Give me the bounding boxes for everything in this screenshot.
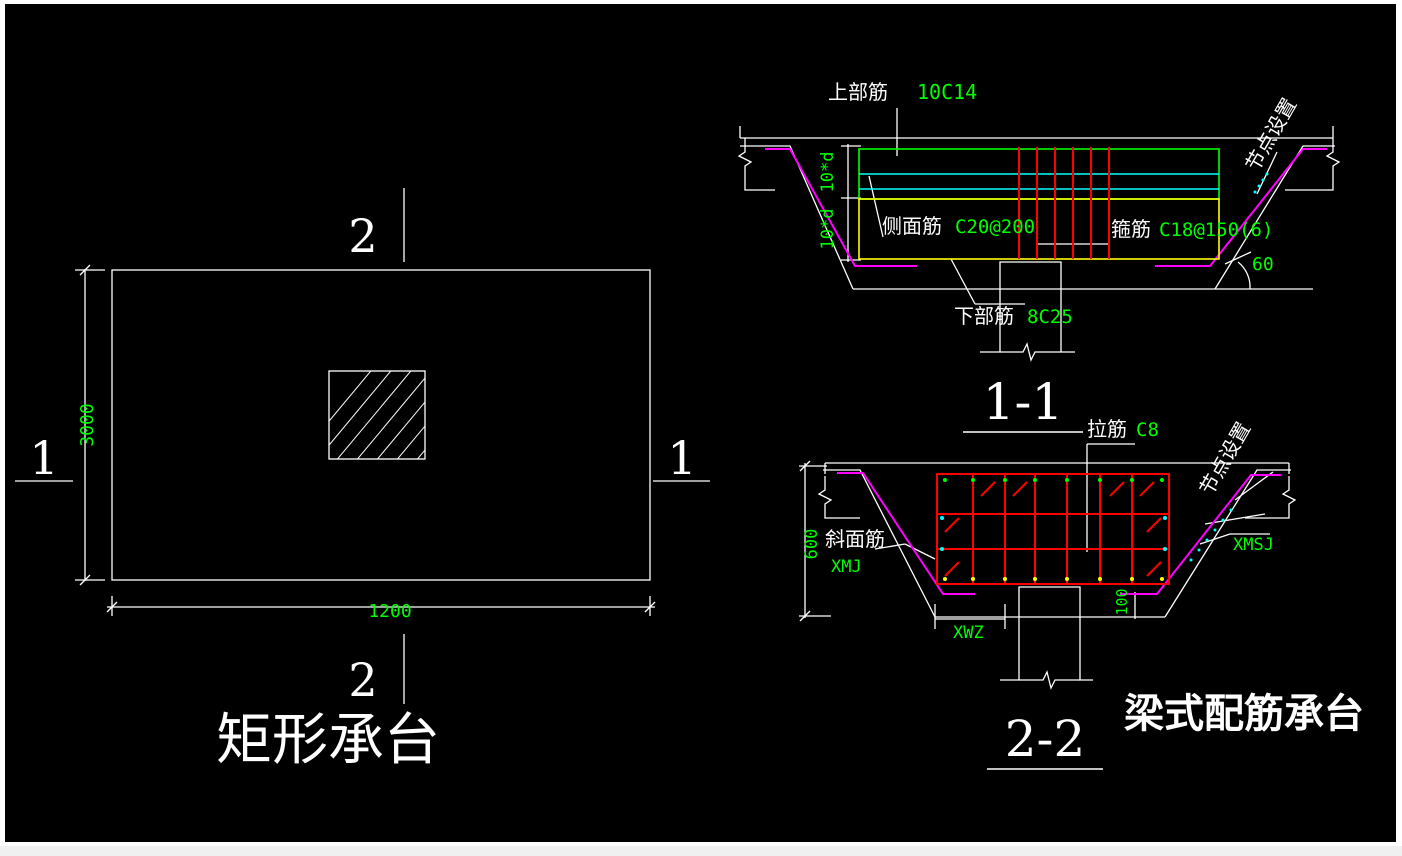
beam-cap-title: 梁式配筋承台 bbox=[1124, 691, 1364, 737]
dimension-3000: 3000 bbox=[77, 403, 98, 446]
value-stirrup: C18@150(6) bbox=[1159, 219, 1273, 241]
section-1-1 bbox=[737, 108, 1341, 362]
section-title-1-1: 1-1 bbox=[983, 373, 1064, 431]
value-side-bar: C20@200 bbox=[955, 216, 1035, 238]
status-bar bbox=[0, 846, 1402, 856]
value-top-bar: 10C14 bbox=[917, 80, 977, 104]
column-section bbox=[328, 370, 426, 460]
section-mark-2-bottom: 2 bbox=[348, 653, 377, 707]
value-bottom-bar: 8C25 bbox=[1027, 306, 1073, 328]
label-top-bar: 上部筋 bbox=[828, 80, 888, 104]
label-bottom-bar: 下部筋 bbox=[954, 304, 1014, 328]
label-slope-bar: 斜面筋 bbox=[825, 527, 885, 551]
dimension-1200: 1200 bbox=[368, 601, 411, 622]
value-xwz: XWZ bbox=[953, 623, 984, 643]
value-tie-bar: C8 bbox=[1136, 419, 1159, 441]
cad-drawing-canvas[interactable]: 2 2 1 1 3000 1200 矩形承台 bbox=[5, 4, 1396, 842]
column-hatch bbox=[329, 371, 425, 459]
section-mark-1-right: 1 bbox=[667, 431, 696, 485]
section-2-2 bbox=[799, 443, 1297, 690]
label-tie-bar: 拉筋 bbox=[1087, 417, 1127, 441]
section-mark-1-left: 1 bbox=[29, 431, 58, 485]
value-xmj: XMJ bbox=[831, 557, 862, 577]
label-stirrup: 箍筋 bbox=[1111, 217, 1151, 241]
cap-outline bbox=[111, 269, 651, 581]
rectangular-cap-plan bbox=[15, 188, 710, 704]
dimension-600: 600 bbox=[802, 529, 822, 560]
cad-drawing: 2 2 1 1 3000 1200 矩形承台 bbox=[15, 80, 1364, 773]
section-mark-2-top: 2 bbox=[348, 209, 377, 263]
dimension-10d-lower: 10*d bbox=[818, 209, 838, 250]
angle-60: 60 bbox=[1252, 254, 1274, 275]
dimension-10d-upper: 10*d bbox=[818, 152, 838, 193]
label-side-bar: 侧面筋 bbox=[882, 214, 942, 238]
rectangular-cap-title: 矩形承台 bbox=[216, 708, 440, 773]
dimension-100: 100 bbox=[1113, 588, 1131, 615]
value-xmsj: XMSJ bbox=[1233, 535, 1274, 555]
section-title-2-2: 2-2 bbox=[1005, 710, 1086, 768]
